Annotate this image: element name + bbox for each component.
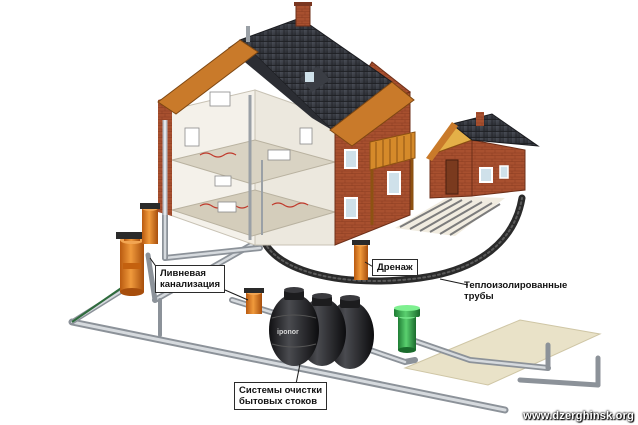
watermark-url: www.dzerghinsk.org xyxy=(523,410,634,422)
storm-well-left xyxy=(116,232,148,296)
treatment-systems-callout: Системы очистки бытовых стоков xyxy=(234,382,328,410)
insulated-pipes-callout: Теплоизолированные трубы xyxy=(462,279,569,303)
tank-brand-label: iponor xyxy=(277,329,299,336)
drainage-callout: Дренаж xyxy=(372,259,418,276)
treatment-systems-label-line1: Системы очистки xyxy=(239,385,323,396)
underfloor-heating-lines xyxy=(399,198,501,236)
filter-field-slab xyxy=(403,319,602,386)
storm-well-center xyxy=(140,203,160,244)
storm-sewer-label-line1: Ливневая xyxy=(160,268,206,279)
drainage-label: Дренаж xyxy=(377,262,413,273)
green-filter-unit xyxy=(394,305,420,353)
inspection-well xyxy=(244,288,264,314)
insulated-pipes-label-line2: трубы xyxy=(464,291,494,302)
storm-sewer-label-line2: канализация xyxy=(160,279,221,290)
garage-ground-slab xyxy=(395,196,505,236)
septic-tanks xyxy=(269,287,374,369)
storm-sewer-callout: Ливневая канализация xyxy=(155,265,226,293)
treatment-systems-label-line2: бытовых стоков xyxy=(239,396,318,407)
insulated-pipes-label-line1: Теплоизолированные xyxy=(464,280,568,291)
house xyxy=(157,2,416,246)
drainage-well xyxy=(352,240,370,280)
small-building xyxy=(426,112,540,199)
